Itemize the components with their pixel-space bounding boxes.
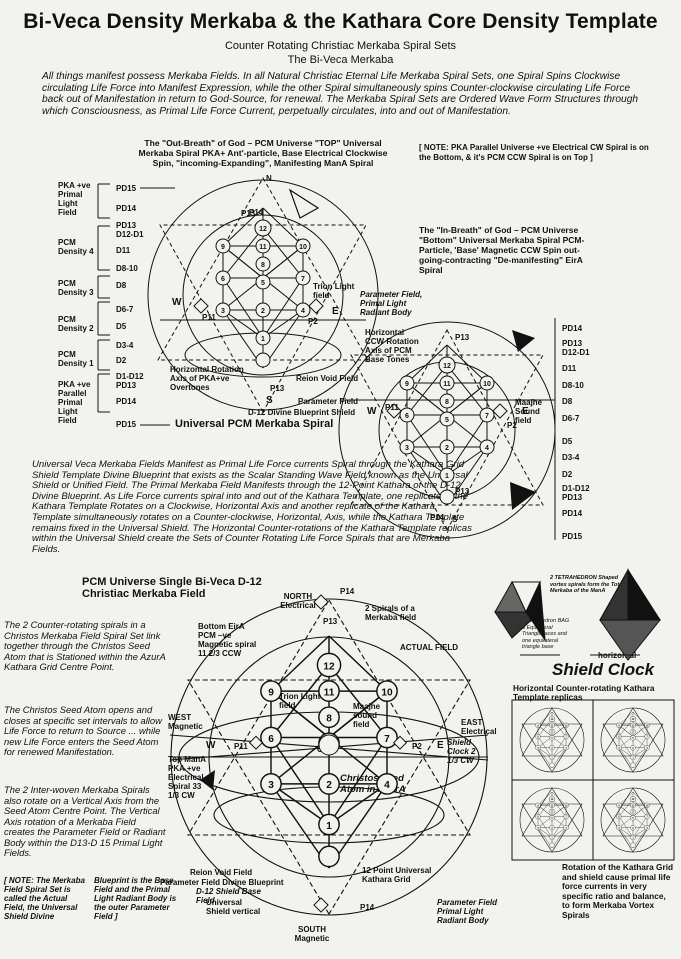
pd-label: PD13 bbox=[116, 221, 137, 230]
horizontal-ccw-label: Horizontal CCW Rotation Axis of PCM Base… bbox=[365, 328, 419, 364]
actual-field-label: ACTUAL FIELD bbox=[400, 643, 459, 652]
east-label: EAST Electrical bbox=[461, 718, 497, 736]
d12-label: D-12 Shield Base Field bbox=[196, 887, 261, 905]
shield-clock-label: Shield Clock 2 1/3 CW bbox=[447, 738, 476, 765]
vertical-label: Universal Shield vertical bbox=[206, 898, 261, 916]
pd-label: D5 bbox=[116, 322, 127, 331]
svg-text:P2: P2 bbox=[507, 421, 517, 430]
pd-label: D11 bbox=[116, 246, 131, 255]
pd-label: PD14 bbox=[116, 204, 137, 213]
left-text-2: The Christos Seed Atom opens and closes … bbox=[4, 704, 162, 757]
left-text-1: The 2 Counter-rotating spirals in a Chri… bbox=[4, 619, 166, 672]
west-label: WEST Magnetic bbox=[168, 713, 203, 731]
tree-label: W bbox=[172, 297, 182, 308]
tree-label: P2 bbox=[308, 317, 318, 326]
pd-label: D6-7 bbox=[562, 414, 580, 423]
blueprint-label: D-12 Divine Blueprint Shield bbox=[248, 408, 356, 417]
group-label: PKA +ve Primal Light Field bbox=[58, 181, 91, 217]
group-label: PKA +ve Parallel Primal Light Field bbox=[58, 380, 91, 425]
pd-label: D5 bbox=[562, 437, 573, 446]
shield-clock-title: Shield Clock bbox=[552, 660, 655, 679]
w-label: W bbox=[206, 740, 216, 751]
top-diagram-note: [ NOTE: PKA Parallel Universe +ve Electr… bbox=[419, 143, 649, 162]
group-label: PCM Density 1 bbox=[58, 350, 94, 368]
pd-label: PD13 bbox=[562, 493, 583, 502]
spiral-label: Universal PCM Merkaba Spiral bbox=[175, 418, 334, 430]
rotation-text: Rotation of the Kathara Grid and shield … bbox=[562, 862, 674, 920]
pd-label: D8 bbox=[116, 281, 127, 290]
twelve-point-label: 12 Point Universal Kathara Grid bbox=[362, 866, 432, 884]
svg-text:P11: P11 bbox=[385, 403, 399, 412]
pd-label: PD14 bbox=[116, 397, 137, 406]
pd-label: D8-10 bbox=[116, 264, 138, 273]
e-label: E bbox=[437, 740, 444, 751]
trion-label: Trion Light field bbox=[279, 692, 321, 710]
tetra-note: 2 TETRAHEDRON Shaped vortex spirals form… bbox=[550, 575, 624, 594]
trion-label: Trion Light field bbox=[313, 282, 355, 300]
pd-label: D1-D12 bbox=[116, 372, 144, 381]
intro-paragraph: All things manifest possess Merkaba Fiel… bbox=[42, 71, 639, 117]
pd-label: PD15 bbox=[116, 420, 137, 429]
pd-label: PD13 bbox=[562, 339, 583, 348]
svg-text:P13: P13 bbox=[455, 333, 470, 342]
pd-label: D2 bbox=[116, 356, 127, 365]
subtitle-2: The Bi-Veca Merkaba bbox=[287, 54, 394, 66]
note-text-1: [ NOTE: The Merkaba Field Spiral Set is … bbox=[4, 876, 85, 921]
pd-label: D11 bbox=[562, 364, 577, 373]
pd-label: D12-D1 bbox=[116, 230, 144, 239]
reion-label: Reion Void Field bbox=[296, 374, 359, 383]
tree-label: P13 bbox=[270, 384, 285, 393]
pd-label: D12-D1 bbox=[562, 348, 590, 357]
eira-label: Bottom EirA PCM –ve Magnetic spiral 11 2… bbox=[198, 622, 257, 658]
pd-label: D8 bbox=[562, 397, 573, 406]
tree-label: N bbox=[266, 174, 272, 183]
subtitle: Counter Rotating Christiac Merkaba Spira… bbox=[224, 40, 457, 52]
pd-label: PD13 bbox=[116, 381, 137, 390]
blueprint-label: Parameter Field Divine Blueprint bbox=[160, 878, 284, 887]
shield-clock-subtitle: Horizontal Counter-rotating Kathara Temp… bbox=[513, 683, 655, 702]
page-title: Bi-Veca Density Merkaba & the Kathara Co… bbox=[23, 10, 658, 33]
south-label: SOUTH Magnetic bbox=[294, 925, 330, 943]
svg-text:P13: P13 bbox=[455, 487, 470, 496]
parameter-light-label: Parameter Field Primal Light Radiant Bod… bbox=[437, 898, 498, 925]
tree-label: P14 bbox=[249, 208, 264, 217]
tree-label: P11 bbox=[202, 313, 216, 322]
parameter-field-label: Parameter Field, Primal Light Radiant Bo… bbox=[360, 290, 423, 317]
svg-text:E: E bbox=[522, 406, 529, 417]
pd-label: PD15 bbox=[562, 532, 583, 541]
middle-paragraph: Universal Veca Merkaba Fields Manifest a… bbox=[32, 459, 472, 555]
right-diagram-caption: The "In-Breath" of God – PCM Universe "B… bbox=[419, 225, 585, 275]
note-text-2: Blueprint is the Base Field and the Prim… bbox=[94, 876, 177, 921]
bottom-title: PCM Universe Single Bi-Veca D-12 Christi… bbox=[82, 576, 262, 600]
pd-label: D3-4 bbox=[116, 341, 134, 350]
maajhe-label: Maajhe Sound field bbox=[515, 398, 543, 425]
tree-label: P13 bbox=[241, 209, 256, 218]
horizontal-axis-label: Horizontal Rotation Axis of PKA+ve Overt… bbox=[170, 365, 244, 392]
pd-label: D3-4 bbox=[562, 453, 580, 462]
pd-label: PD15 bbox=[116, 184, 137, 193]
pd-label: D2 bbox=[562, 470, 573, 479]
group-label: PCM Density 2 bbox=[58, 315, 94, 333]
spirals-label: 2 Spirals of a Merkaba field bbox=[365, 604, 417, 622]
group-label: PCM Density 4 bbox=[58, 238, 94, 256]
p14-bottom-label: P14 bbox=[360, 903, 375, 912]
pd-label: PD14 bbox=[562, 509, 583, 518]
svg-text:W: W bbox=[367, 406, 377, 417]
tree-label: E bbox=[332, 306, 339, 317]
pd-label: PD14 bbox=[562, 324, 583, 333]
maajhe-label: Maajhe sound field bbox=[353, 702, 381, 729]
pd-label: D8-10 bbox=[562, 381, 584, 390]
svg-text:P14: P14 bbox=[430, 513, 445, 522]
p13-label: P13 bbox=[323, 617, 338, 626]
parameter-label: Parameter Field bbox=[298, 397, 359, 406]
top-diagram-caption: The "Out-Breath" of God – PCM Universe "… bbox=[138, 138, 388, 168]
left-text-3: The 2 Inter-woven Merkaba Spirals also r… bbox=[4, 784, 166, 858]
svg-text:S: S bbox=[452, 515, 458, 524]
pd-label: D1-D12 bbox=[562, 484, 590, 493]
north-label: NORTH Electrical bbox=[280, 592, 316, 610]
group-label: PCM Density 3 bbox=[58, 279, 94, 297]
p14-label: P14 bbox=[340, 587, 355, 596]
pd-label: D6-7 bbox=[116, 305, 134, 314]
